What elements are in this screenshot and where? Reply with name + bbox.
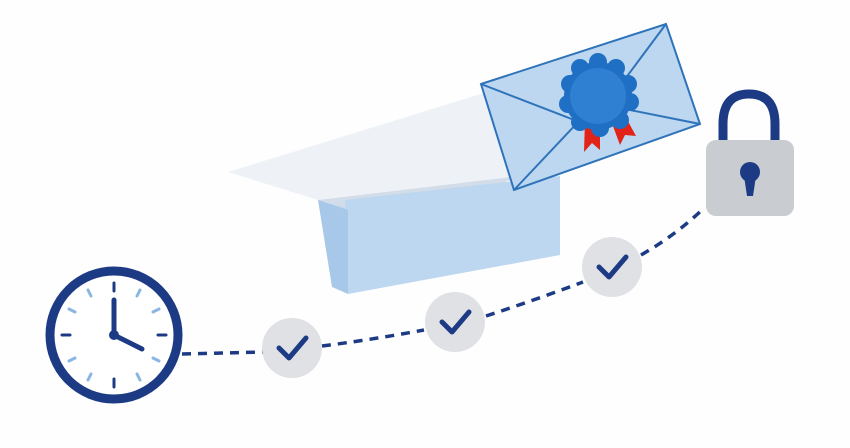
clock-ticks — [60, 281, 168, 389]
check-icon — [425, 292, 485, 352]
clock-icon — [45, 266, 183, 404]
padlock-icon — [706, 89, 794, 216]
check-icon — [582, 237, 642, 297]
award-seal-icon — [559, 53, 639, 152]
check-icon — [262, 318, 322, 378]
clock-minute-hand — [111, 332, 145, 352]
paper-plane-icon — [228, 88, 560, 294]
dashed-progress-path — [181, 206, 706, 356]
